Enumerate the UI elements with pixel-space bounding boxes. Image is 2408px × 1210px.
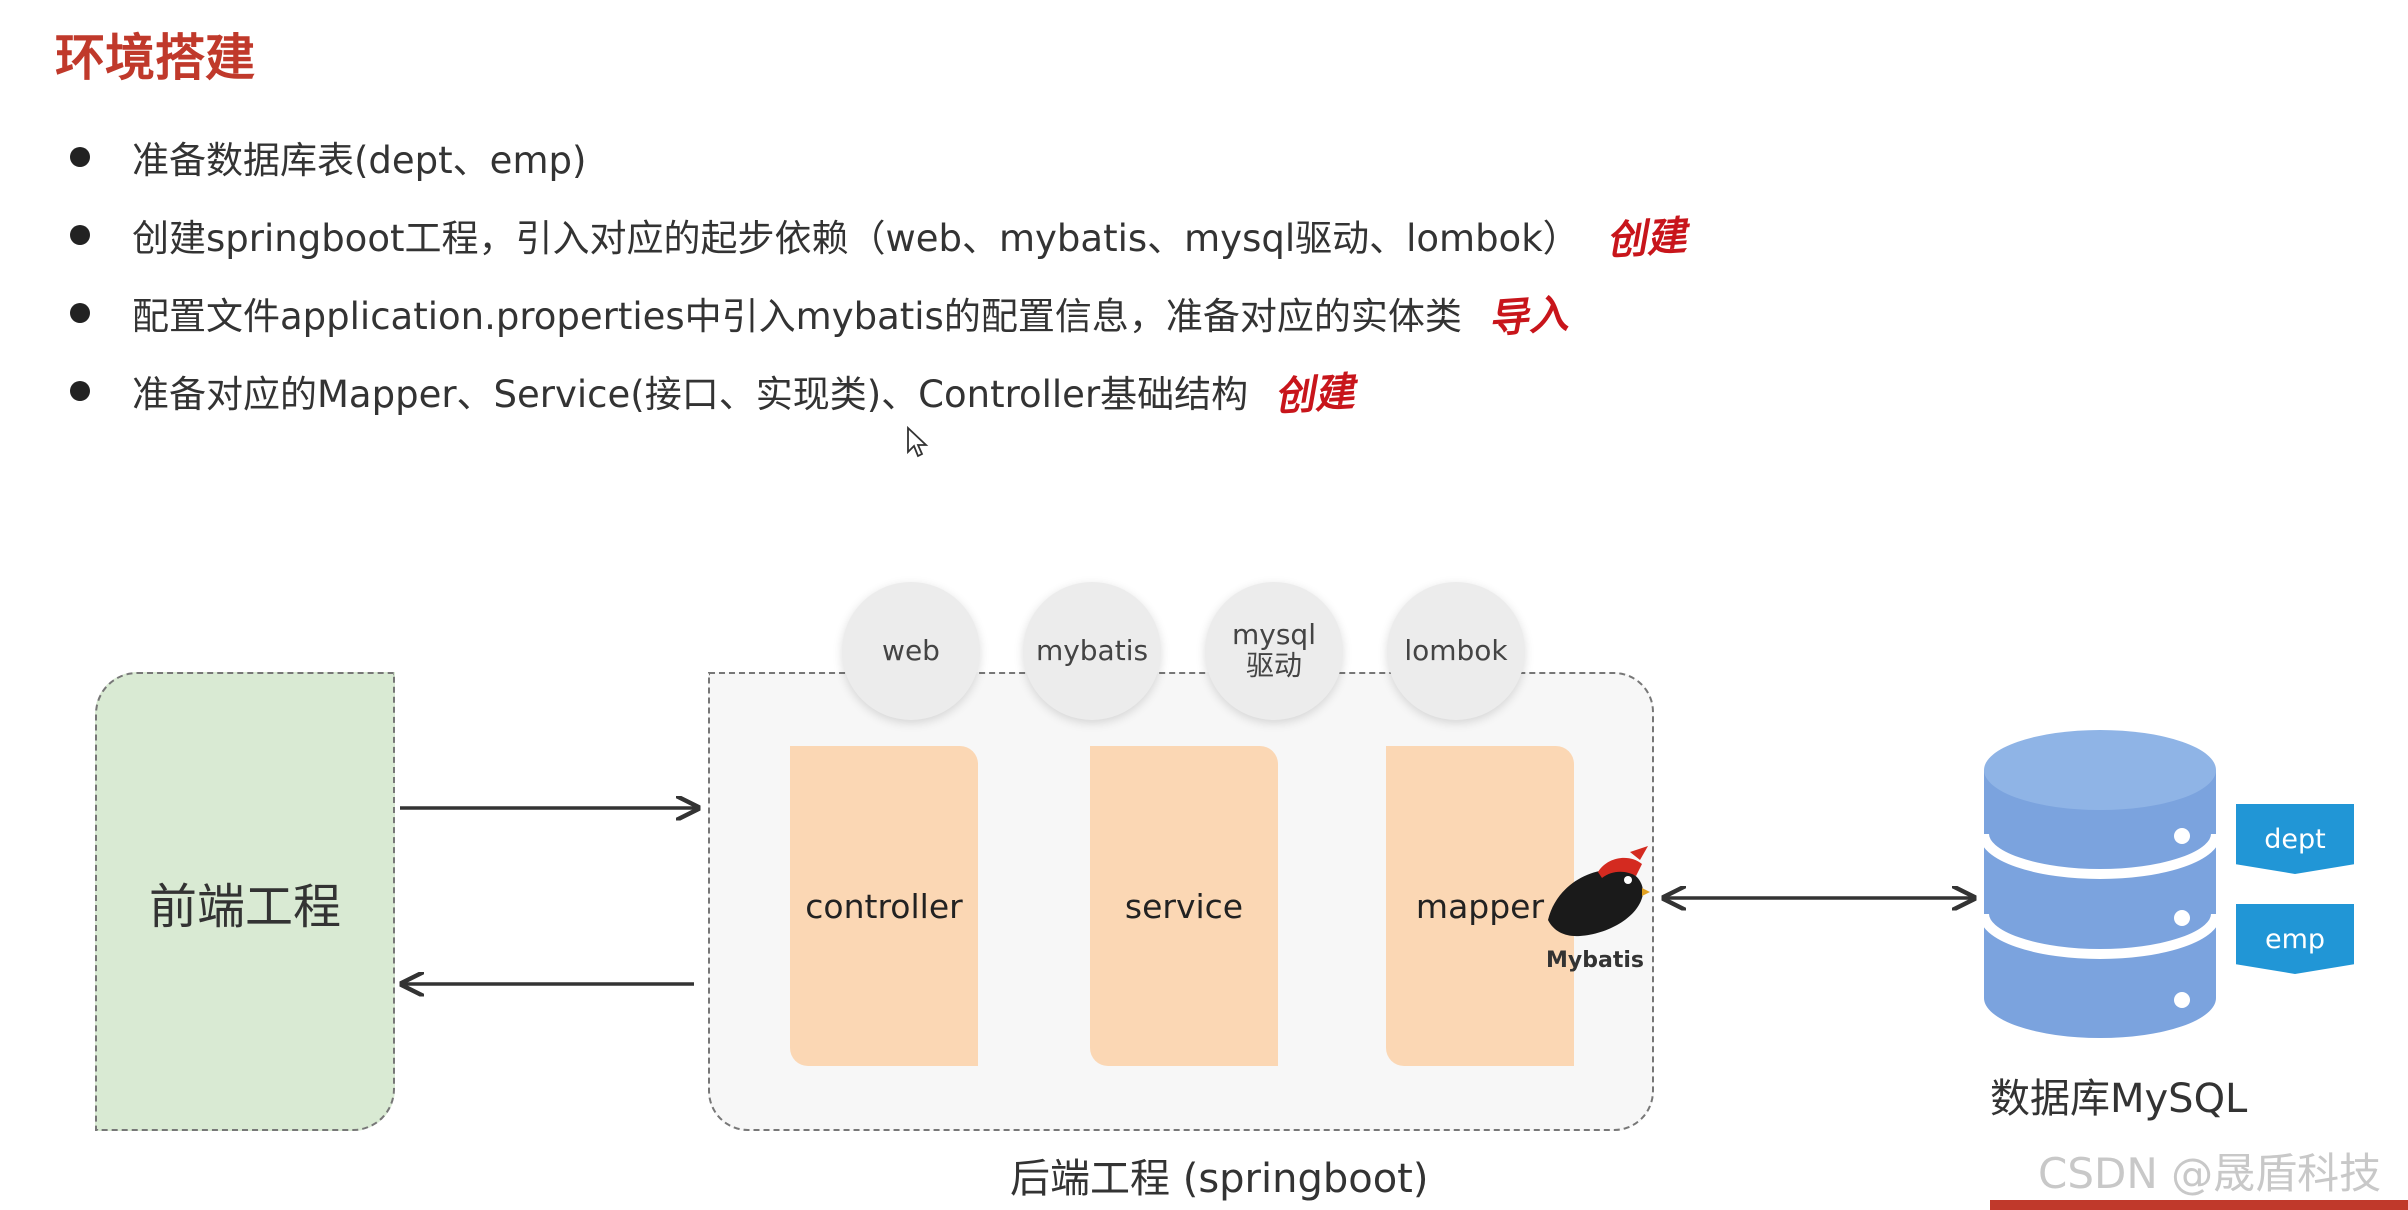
database-icon: [1980, 730, 2220, 1038]
dependency-lombok: lombok: [1387, 582, 1525, 720]
bullet-dot: [70, 303, 90, 323]
backend-label: 后端工程 (springboot): [1010, 1156, 1429, 1202]
table-tag-emp: emp: [2236, 904, 2354, 974]
bullet-item: 准备数据库表(dept、emp): [70, 118, 1686, 196]
database-label: 数据库MySQL: [1990, 1076, 2248, 1122]
bullet-item: 配置文件application.properties中引入mybatis的配置信…: [70, 274, 1686, 352]
mybatis-logo-text: Mybatis: [1546, 948, 1644, 973]
dependency-label: mybatis: [1035, 633, 1149, 667]
page-title: 环境搭建: [55, 29, 255, 87]
mouse-cursor-icon: [907, 426, 929, 458]
frontend-label: 前端工程: [148, 878, 341, 935]
dependency-web: web: [842, 582, 980, 720]
bullet-list: 准备数据库表(dept、emp) 创建springboot工程，引入对应的起步依…: [70, 118, 1687, 430]
dependency-mybatis: mybatis: [1023, 582, 1161, 720]
bullet-text: 创建springboot工程，引入对应的起步依赖（web、mybatis、mys…: [132, 217, 1580, 260]
service-layer: service: [1090, 746, 1278, 1066]
table-tag-dept: dept: [2236, 804, 2354, 874]
bullet-item: 准备对应的Mapper、Service(接口、实现类)、Controller基础…: [70, 352, 1686, 430]
mapper-layer: mapper: [1386, 746, 1574, 1066]
controller-layer: controller: [790, 746, 978, 1066]
dependency-label: lombok: [1404, 633, 1508, 667]
table-label: dept: [2264, 823, 2326, 855]
layer-label: controller: [805, 886, 963, 926]
dependency-label: web: [882, 633, 940, 667]
bullet-item: 创建springboot工程，引入对应的起步依赖（web、mybatis、mys…: [70, 196, 1687, 274]
bullet-text: 配置文件application.properties中引入mybatis的配置信…: [132, 295, 1462, 338]
watermark: CSDN @晟盾科技: [2038, 1149, 2382, 1198]
dependency-label: 驱动: [1245, 649, 1302, 682]
layer-label: mapper: [1415, 886, 1545, 926]
bullet-dot: [70, 225, 90, 245]
red-accent-bar: [1990, 1200, 2408, 1210]
frontend-project-box: 前端工程: [95, 672, 395, 1131]
mybatis-bird-icon: [1548, 846, 1650, 937]
layer-label: service: [1124, 886, 1244, 926]
bullet-dot: [70, 147, 90, 167]
bullet-text: 准备对应的Mapper、Service(接口、实现类)、Controller基础…: [132, 373, 1249, 416]
dependency-label: mysql: [1232, 618, 1316, 652]
dependency-mysql-driver: mysql 驱动: [1205, 582, 1343, 720]
bullet-text: 准备数据库表(dept、emp): [132, 139, 587, 182]
table-label: emp: [2264, 923, 2326, 955]
bullet-dot: [70, 381, 90, 401]
